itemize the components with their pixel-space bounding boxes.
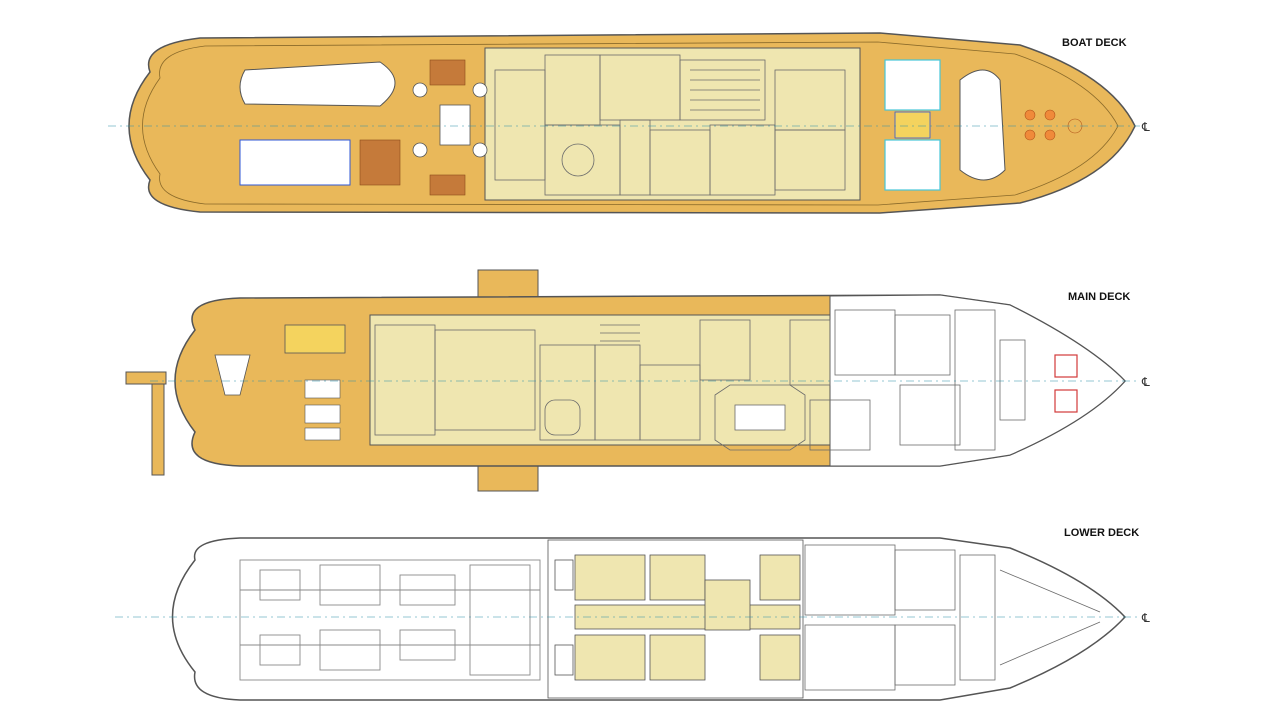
- main-deck-anchor-windlasses: [1054, 354, 1078, 413]
- main-deck-forward-rooms: [834, 309, 1026, 451]
- lower-deck-guest-cabins: [547, 539, 804, 699]
- boat-deck-bulwark: [142, 41, 1119, 206]
- centerline-symbol-icon: ℄: [1141, 375, 1150, 389]
- main-deck-label: MAIN DECK: [1068, 291, 1130, 303]
- main-deck-aft-seating: [304, 379, 341, 441]
- boat-deck-interior-rooms: [494, 54, 846, 196]
- boat-deck-label: BOAT DECK: [1062, 37, 1127, 49]
- lower-deck-plan: ℄ LOWER DECK: [115, 527, 1150, 701]
- lower-deck-crew-quarters: [804, 544, 1101, 691]
- main-deck-boarding-platform-bottom: [477, 462, 539, 492]
- main-deck-passerelle-head: [125, 371, 167, 385]
- centerline-symbol-icon: ℄: [1141, 120, 1150, 134]
- main-deck-passerelle: [151, 374, 165, 476]
- centerline-symbol-icon: ℄: [1141, 611, 1150, 625]
- main-deck-forward-crew-area: [829, 294, 1126, 467]
- lower-deck-label: LOWER DECK: [1064, 527, 1139, 539]
- boat-deck-foredeck-fittings: [1024, 109, 1083, 141]
- boat-deck-tender-bow: [959, 69, 1006, 181]
- boat-deck-dining-table: [412, 82, 488, 158]
- boat-deck-superstructure: [484, 47, 861, 201]
- boat-deck-garage-cradle-1: [884, 59, 941, 111]
- main-deck-aft-dining-table: [284, 324, 346, 354]
- main-deck-plan: ℄ MAIN DECK: [125, 269, 1150, 492]
- main-deck-interior-rooms: [374, 319, 871, 451]
- lower-deck-engine-room: [239, 559, 541, 681]
- boat-deck-lounge-cushions: [239, 139, 351, 186]
- main-deck-boarding-platform-top: [477, 269, 539, 301]
- boat-deck-garage-pad: [894, 111, 931, 139]
- boat-deck-plan: ℄ BOAT DECK: [108, 32, 1150, 214]
- main-deck-stern-steps: [214, 354, 251, 396]
- boat-deck-sunbed-grid: [359, 59, 466, 196]
- boat-deck-garage-cradle-2: [884, 139, 941, 191]
- boat-deck-tender-starboard: [239, 61, 396, 107]
